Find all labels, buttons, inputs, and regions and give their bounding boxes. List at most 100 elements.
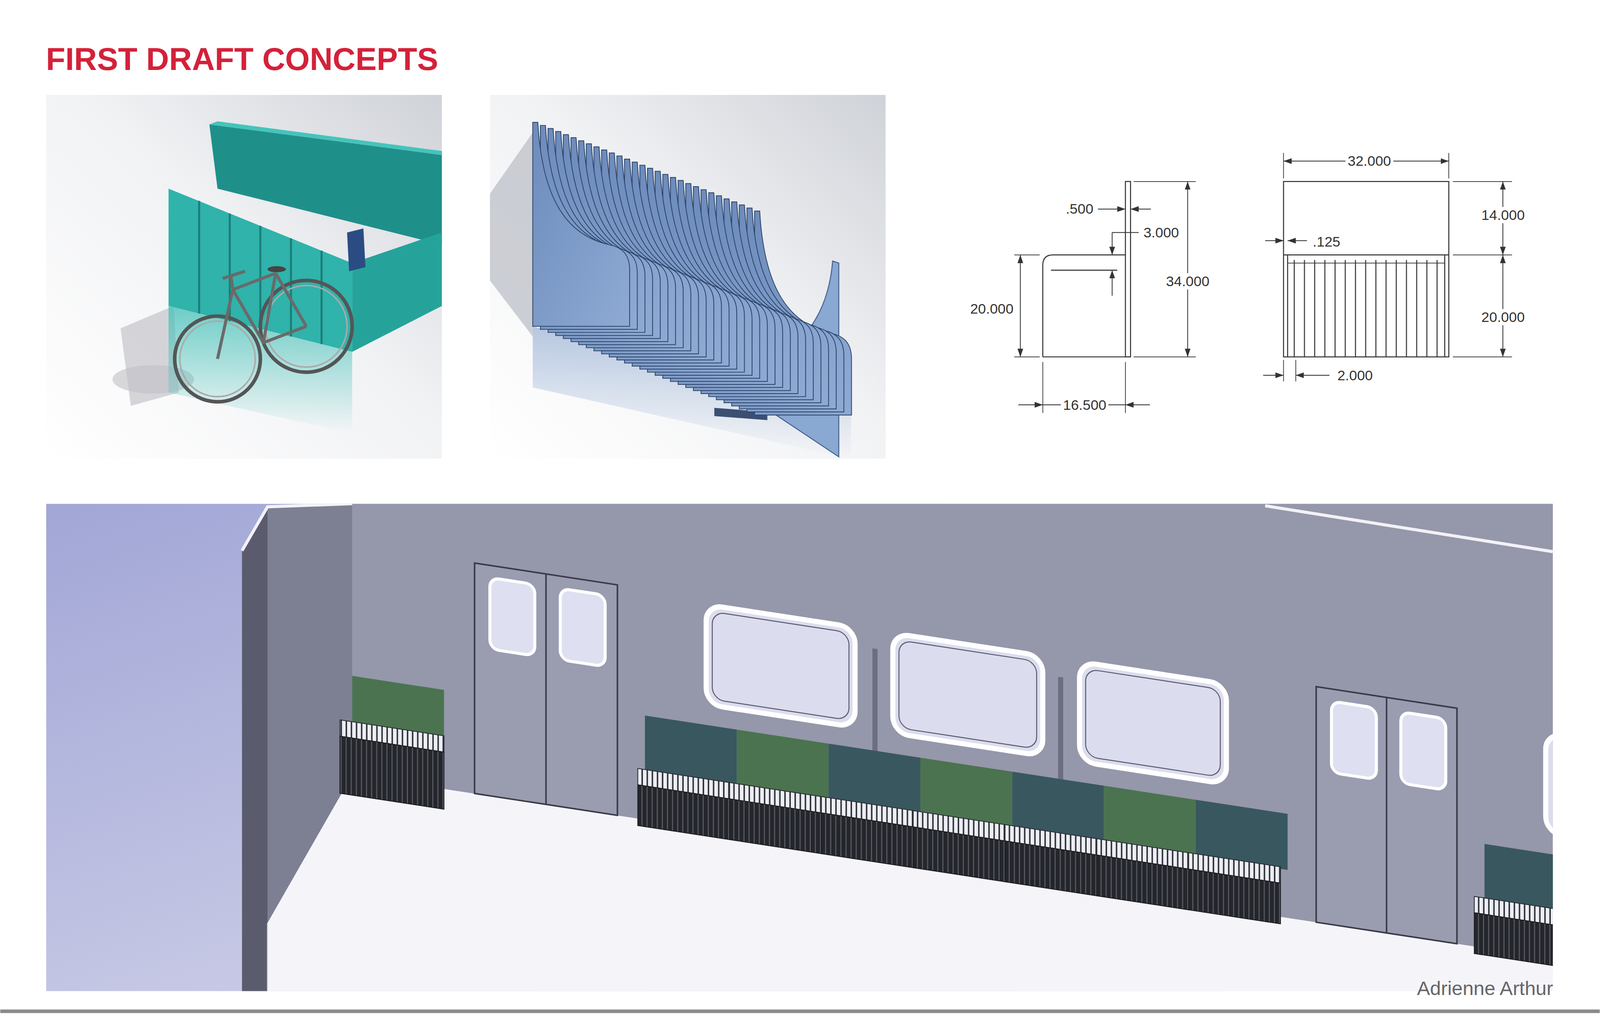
backrest-lip [209, 121, 442, 155]
window-frame [712, 611, 849, 721]
render-background [46, 503, 1553, 992]
author-name: Adrienne Arthur [1417, 977, 1554, 1000]
dimension-value: 14.000 [1479, 207, 1527, 224]
end-wall-face [267, 503, 353, 923]
seat-line [1283, 254, 1449, 256]
dimension-value: 20.000 [1479, 309, 1527, 326]
extension-line [1283, 152, 1285, 179]
label-slot: .125 [1310, 233, 1343, 250]
train-interior-render [46, 503, 1553, 992]
car-window [706, 605, 855, 728]
bench-front [729, 799, 822, 855]
bike-stem [230, 275, 233, 290]
extension-line [1283, 360, 1285, 382]
label-slot: 20.000 [967, 300, 1016, 318]
wall-fittings [340, 537, 1553, 992]
bench-front [913, 827, 1005, 883]
bench-outline [1283, 181, 1449, 358]
locker-end [352, 232, 442, 352]
dimension-value: .500 [1063, 200, 1096, 218]
bike-bench-render [46, 95, 443, 460]
label-slot: 16.500 [1060, 397, 1109, 414]
dimension-line [1111, 232, 1113, 255]
dimension-line [1502, 255, 1504, 358]
label-slot: 20.000 [1479, 309, 1527, 326]
bench-front [637, 785, 730, 840]
extension-line [1448, 152, 1450, 179]
door-seam [545, 574, 548, 805]
door-seam [1385, 697, 1388, 934]
dimension-line [1287, 240, 1308, 242]
extension-line [1014, 254, 1040, 256]
car-window [1079, 662, 1227, 785]
slat-lines [1288, 260, 1442, 358]
dimension-value: .125 [1310, 233, 1343, 250]
slat-bench-render [490, 95, 886, 460]
extension-line [1133, 181, 1196, 183]
leader-line [1112, 232, 1139, 233]
door-window [1331, 701, 1377, 780]
bench-front [1474, 912, 1553, 968]
bike-frame [232, 273, 276, 290]
dimension-line [1125, 404, 1150, 406]
label-slot: .500 [1063, 200, 1096, 218]
bike-handlebar [222, 271, 245, 279]
door-window [490, 577, 535, 657]
bike-saddle [267, 266, 286, 273]
bench-front [821, 813, 913, 869]
page-title: FIRST DRAFT CONCEPTS [45, 40, 439, 78]
locker-door [347, 228, 366, 272]
render-background [46, 95, 443, 460]
window-frame [1085, 669, 1221, 778]
wall-top-edge [242, 503, 353, 551]
bench-front [1005, 841, 1097, 897]
extension-line [1133, 356, 1196, 358]
bike-fork [217, 289, 233, 359]
extension-line [1042, 362, 1044, 413]
label-slot: 14.000 [1479, 207, 1527, 224]
dimension-value: 2.000 [1335, 367, 1375, 384]
dimension-value: 3.000 [1141, 224, 1181, 241]
end-plate-edge [1287, 255, 1288, 358]
seat-thickness [1050, 270, 1118, 271]
dimension-line [1187, 181, 1188, 358]
dimension-value: 20.000 [967, 300, 1016, 318]
extension-line [1014, 356, 1040, 358]
label-slot: Adrienne Arthur [1417, 977, 1554, 1000]
locker-divider [198, 200, 201, 314]
dimension-line [1263, 375, 1284, 376]
dimension-line [1295, 375, 1330, 376]
extension-line [1295, 360, 1297, 382]
seat-outline [1042, 255, 1126, 358]
render-background [490, 95, 886, 460]
wall-top-edge [1265, 505, 1553, 552]
car-window [892, 633, 1043, 757]
bench-slat [532, 122, 630, 327]
dimension-value: 32.000 [1345, 152, 1393, 170]
car-door [474, 563, 618, 816]
extension-line [1125, 362, 1126, 413]
bike-frame [263, 273, 276, 343]
label-slot: 3.000 [1141, 224, 1181, 241]
dimension-line [1130, 208, 1151, 210]
end-wall-section [242, 507, 268, 992]
car-window [1545, 733, 1553, 857]
door-window [1400, 712, 1446, 791]
end-plate-edge [1444, 255, 1445, 358]
dimension-value: 34.000 [1164, 273, 1212, 290]
bench-front [340, 736, 445, 810]
label-slot: 34.000 [1164, 273, 1212, 290]
label-slot: FIRST DRAFT CONCEPTS [45, 40, 439, 78]
locker-divider [320, 250, 323, 345]
side-view-drawing [1014, 181, 1196, 414]
front-view-drawing [1263, 152, 1513, 382]
label-slot: 32.000 [1345, 152, 1393, 170]
dimension-line [1097, 208, 1126, 210]
seat-base [1042, 356, 1131, 358]
bench-shadow [490, 132, 533, 337]
door-window [560, 588, 606, 668]
floor-edge [267, 923, 268, 992]
dimension-line [1111, 270, 1113, 296]
